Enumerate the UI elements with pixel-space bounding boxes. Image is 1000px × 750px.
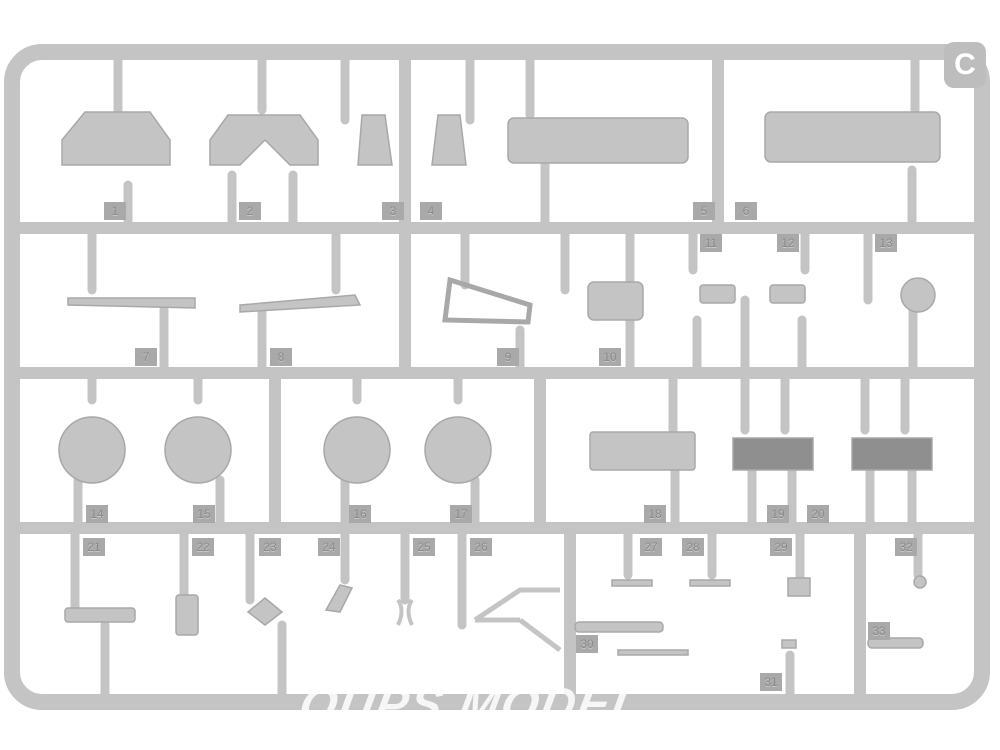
flywheel-housing-part: [58, 416, 126, 484]
part-number-tag: 32: [895, 538, 917, 556]
exhaust-manifold-part: [67, 297, 196, 309]
part-number-tag: 33: [868, 622, 890, 640]
handle-part: [617, 649, 689, 656]
part-number-tag: 3: [382, 202, 404, 220]
part-number-tag: 9: [497, 348, 519, 366]
part-number-tag: 22: [192, 538, 214, 556]
part-number-tag: 11: [700, 234, 722, 252]
mirror-part: [900, 277, 936, 313]
flywheel-housing-part: [164, 416, 232, 484]
pump-part: [587, 281, 644, 321]
sprue-letter-tag: C: [944, 42, 986, 88]
part-number-tag: 7: [135, 348, 157, 366]
part-number-tag: 16: [349, 505, 371, 523]
part-number-tag: 10: [599, 348, 621, 366]
radiator-part: [732, 437, 814, 471]
part-number-tag: 19: [767, 505, 789, 523]
engine-block-part: [507, 117, 689, 164]
flywheel-housing-part: [424, 416, 492, 484]
part-number-tag: 27: [640, 538, 662, 556]
fan-belt-part: [442, 276, 533, 325]
part-number-tag: 30: [576, 635, 598, 653]
sprue-outer-frame: [4, 44, 990, 710]
part-number-tag: 29: [770, 538, 792, 556]
part-number-tag: 4: [420, 202, 442, 220]
exhaust-manifold-part: [239, 294, 362, 313]
part-number-tag: 23: [259, 538, 281, 556]
pedal-part: [689, 579, 731, 587]
housing-plate-part: [209, 114, 319, 166]
pin-part: [867, 637, 924, 649]
knob-part: [781, 639, 797, 649]
part-number-tag: 21: [83, 538, 105, 556]
gearbox-housing-part: [61, 111, 171, 166]
part-number-tag: 25: [413, 538, 435, 556]
bracket-part: [769, 284, 806, 304]
cone-part: [357, 114, 393, 166]
part-number-tag: 24: [318, 538, 340, 556]
part-number-tag: 12: [777, 234, 799, 252]
generator-part: [175, 594, 199, 636]
cone-part: [431, 114, 467, 166]
flywheel-housing-part: [323, 416, 391, 484]
part-number-tag: 17: [450, 505, 472, 523]
part-number-tag: 8: [270, 348, 292, 366]
part-number-tag: 5: [693, 202, 715, 220]
watermark: OUPS MODEL: [295, 679, 648, 732]
part-number-tag: 26: [470, 538, 492, 556]
part-number-tag: 13: [875, 234, 897, 252]
starter-part: [64, 607, 136, 623]
bracket-part: [246, 597, 284, 626]
pedal-part: [611, 579, 653, 587]
fork-part: [396, 598, 414, 626]
bracket-part: [699, 284, 736, 304]
part-number-tag: 31: [760, 673, 782, 691]
plate-part: [589, 431, 696, 471]
part-number-tag: 20: [807, 505, 829, 523]
engine-block-part: [764, 111, 941, 163]
part-number-tag: 14: [86, 505, 108, 523]
radiator-part: [851, 437, 933, 471]
part-number-tag: 1: [104, 202, 126, 220]
bolt-part: [913, 575, 927, 589]
lever-part: [324, 584, 354, 613]
part-number-tag: 2: [239, 202, 261, 220]
part-number-tag: 6: [735, 202, 757, 220]
clip-part: [787, 577, 811, 597]
rod-part: [574, 621, 664, 633]
linkage-part: [473, 587, 562, 652]
part-number-tag: 18: [644, 505, 666, 523]
part-number-tag: 28: [682, 538, 704, 556]
part-number-tag: 15: [193, 505, 215, 523]
